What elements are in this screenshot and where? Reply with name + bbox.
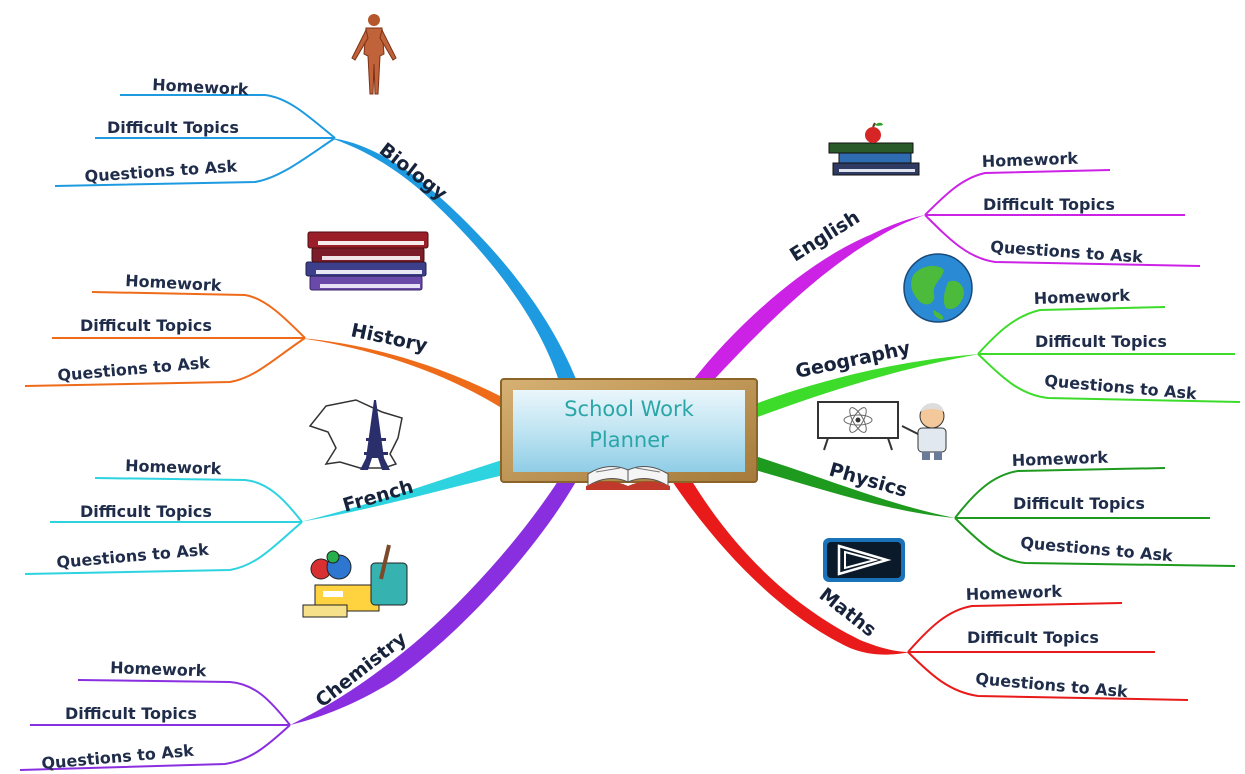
french-questions[interactable]: Questions to Ask — [56, 540, 210, 572]
maths-sub-lines — [907, 602, 1189, 701]
subject-history[interactable]: History — [349, 319, 430, 357]
physics-difficult-topics[interactable]: Difficult Topics — [1013, 494, 1145, 513]
physics-questions[interactable]: Questions to Ask — [1020, 533, 1174, 565]
chemistry-main-branch — [290, 478, 578, 725]
human-anatomy-icon — [351, 14, 397, 95]
physics-homework[interactable]: Homework — [1011, 448, 1108, 470]
biology-difficult-topics[interactable]: Difficult Topics — [107, 118, 239, 137]
maths-difficult-topics[interactable]: Difficult Topics — [967, 628, 1099, 647]
center-title-line1: School Work — [564, 397, 694, 421]
books-apple-icon — [828, 122, 920, 176]
geometry-shape-icon — [823, 538, 905, 582]
maths-main-branch — [670, 478, 910, 655]
globe-icon — [903, 253, 973, 323]
english-sub-lines — [924, 169, 1201, 267]
biology-sub-lines — [54, 94, 336, 187]
chemistry-homework[interactable]: Homework — [110, 658, 207, 680]
french-homework[interactable]: Homework — [125, 456, 222, 478]
sub-branches — [19, 94, 1241, 771]
french-difficult-topics[interactable]: Difficult Topics — [80, 502, 212, 521]
geography-difficult-topics[interactable]: Difficult Topics — [1035, 332, 1167, 351]
history-sub-lines — [24, 291, 306, 387]
subject-english[interactable]: English — [786, 206, 864, 266]
biology-main-branch — [330, 138, 578, 384]
scientist-board-icon — [817, 401, 947, 460]
chemistry-clipart-icon — [302, 544, 408, 618]
center-title-line2: Planner — [589, 428, 669, 452]
history-questions[interactable]: Questions to Ask — [57, 353, 211, 385]
geography-sub-lines — [977, 306, 1241, 403]
history-homework[interactable]: Homework — [125, 271, 222, 295]
english-homework[interactable]: Homework — [981, 149, 1078, 171]
geography-homework[interactable]: Homework — [1033, 286, 1130, 308]
chemistry-questions[interactable]: Questions to Ask — [41, 741, 195, 773]
open-book-icon — [586, 466, 670, 490]
main-branches — [290, 138, 980, 725]
history-difficult-topics[interactable]: Difficult Topics — [80, 316, 212, 335]
book-stack-icon — [305, 231, 429, 291]
chemistry-sub-lines — [19, 679, 291, 771]
maths-homework[interactable]: Homework — [965, 582, 1062, 604]
physics-sub-lines — [954, 467, 1236, 567]
english-difficult-topics[interactable]: Difficult Topics — [983, 195, 1115, 214]
chemistry-difficult-topics[interactable]: Difficult Topics — [65, 704, 197, 723]
biology-questions[interactable]: Questions to Ask — [84, 156, 238, 186]
french-sub-lines — [24, 477, 303, 575]
subject-biology[interactable]: Biology — [375, 139, 452, 206]
eiffel-tower-icon — [308, 399, 403, 470]
english-main-branch — [690, 215, 925, 384]
subject-french[interactable]: French — [340, 476, 416, 517]
central-planner-board[interactable]: School Work Planner — [500, 378, 758, 490]
